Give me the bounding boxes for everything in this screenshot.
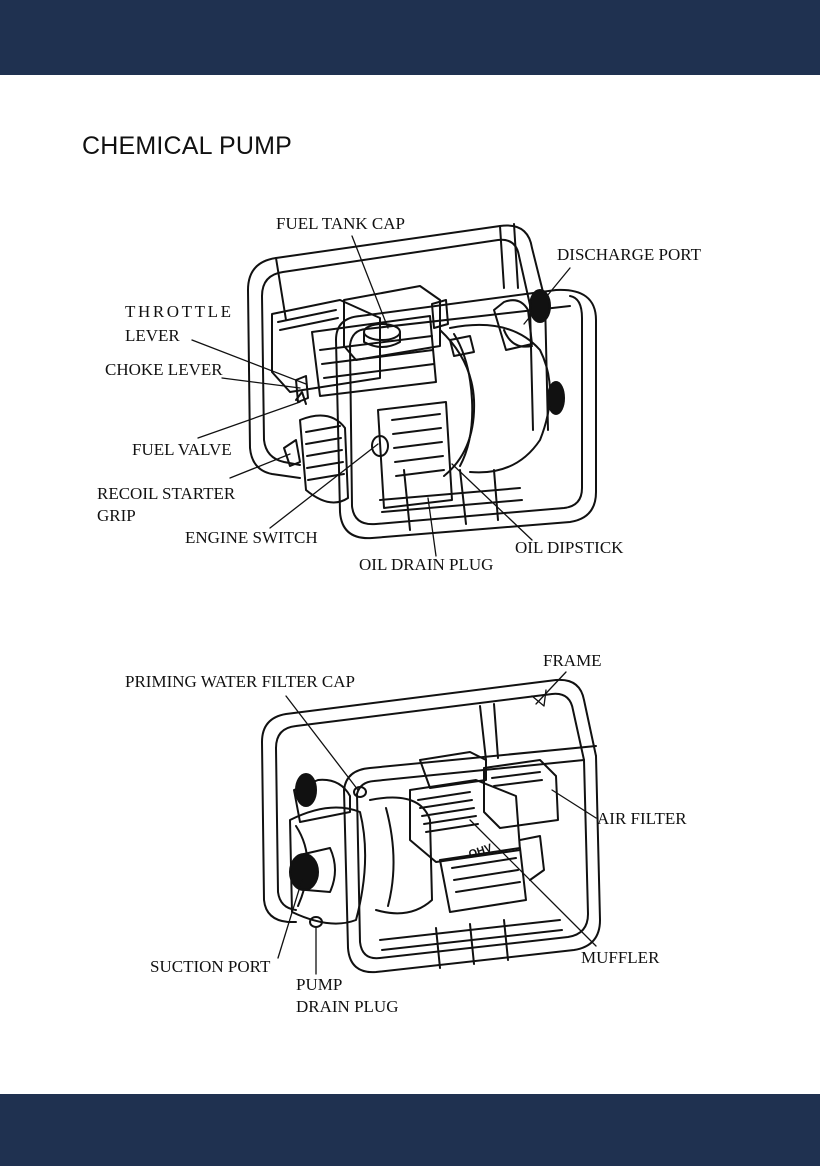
top-engine-body bbox=[272, 286, 452, 508]
footer-band bbox=[0, 1094, 820, 1166]
engine-ohv-marking: OHV bbox=[467, 842, 494, 861]
